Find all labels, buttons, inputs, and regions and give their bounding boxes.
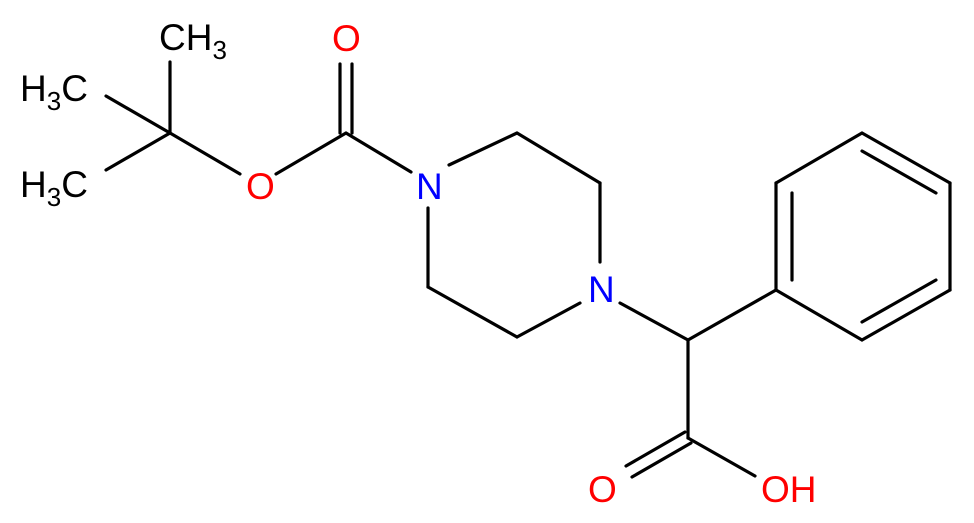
methyl-left-upper-label: H3C: [20, 68, 88, 116]
bond-ph-2: [774, 131, 864, 185]
bond-calpha-phenyl: [686, 288, 778, 342]
bond-cq-ch3-lower: [104, 131, 172, 172]
bond-cacid-o-double-b: [630, 441, 693, 479]
bond-c5-c6: [426, 285, 519, 339]
bond-layer: [104, 60, 952, 479]
acid-hydroxyl-label: OH: [761, 469, 817, 510]
bond-n-boc-c2: [447, 131, 519, 167]
nitrogen-boc-label: N: [416, 166, 443, 207]
atom-label-layer: CH3 H3C H3C O O N N O OH: [20, 17, 817, 510]
bond-o-ester-c: [274, 131, 348, 176]
bond-ph-inner-b: [860, 149, 938, 195]
bond-c-n-boc: [344, 131, 413, 174]
bond-c2-c3: [515, 131, 602, 185]
bond-n-ring-calpha: [618, 301, 690, 342]
ester-oxygen-label: O: [246, 166, 275, 207]
bond-ph-inner-c: [860, 278, 938, 324]
bond-cq-o-ester: [168, 131, 242, 176]
bond-ph-3: [860, 131, 952, 185]
bond-ph-5: [860, 288, 952, 342]
boc-carbonyl-oxygen-label: O: [332, 18, 361, 59]
methyl-left-lower-label: H3C: [20, 164, 88, 212]
bond-n-ring-c5: [515, 301, 582, 339]
bond-cacid-oh: [686, 436, 757, 478]
bond-cq-ch3-upper: [104, 94, 172, 135]
bond-cacid-o-double-a: [624, 430, 687, 468]
acid-carbonyl-oxygen-label: O: [588, 469, 617, 510]
methyl-top-label: CH3: [159, 17, 227, 65]
nitrogen-ring-label: N: [588, 269, 615, 310]
bond-ph-6: [774, 288, 864, 342]
